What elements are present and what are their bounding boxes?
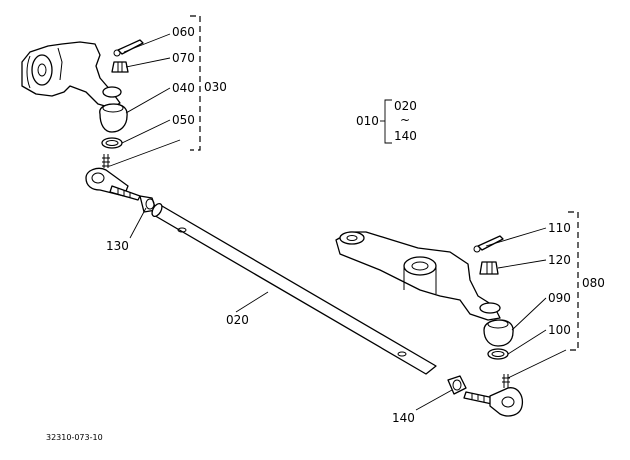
label-100: 100	[548, 323, 571, 337]
ring-050	[101, 137, 123, 149]
dust-boot-040	[99, 103, 128, 133]
split-pin-110	[473, 235, 504, 253]
castle-nut-120	[479, 261, 499, 275]
tie-rod-pipe	[151, 202, 437, 375]
label-020: 020	[226, 313, 249, 327]
label-040: 040	[172, 81, 195, 95]
label-140-group: 140	[394, 129, 417, 143]
label-090: 090	[548, 291, 571, 305]
label-110: 110	[548, 221, 571, 235]
dust-boot-090	[483, 319, 514, 347]
label-050: 050	[172, 113, 195, 127]
label-020-group: 020	[394, 99, 417, 113]
group-bracket-030	[190, 15, 201, 151]
label-140: 140	[392, 411, 415, 425]
label-060: 060	[172, 25, 195, 39]
group-bracket-010	[380, 99, 392, 144]
label-tilde: ~	[400, 113, 410, 127]
locknut-130	[139, 195, 157, 213]
label-120: 120	[548, 253, 571, 267]
ring-100	[487, 348, 509, 360]
locknut-140	[447, 375, 467, 395]
split-pin-060	[113, 39, 144, 57]
label-070: 070	[172, 51, 195, 65]
castle-nut-070	[111, 61, 129, 73]
knuckle-arm-right	[335, 231, 501, 321]
leader-lines	[109, 33, 567, 411]
label-080: 080	[582, 276, 605, 290]
group-bracket-080	[568, 211, 579, 351]
tie-rod-end-right	[463, 374, 524, 417]
label-010: 010	[356, 114, 379, 128]
label-030: 030	[204, 80, 227, 94]
knuckle-arm-left	[21, 41, 122, 109]
tie-rod-end-left	[85, 154, 141, 201]
figure-code: 32310-073-10	[46, 433, 103, 442]
label-130: 130	[106, 239, 129, 253]
